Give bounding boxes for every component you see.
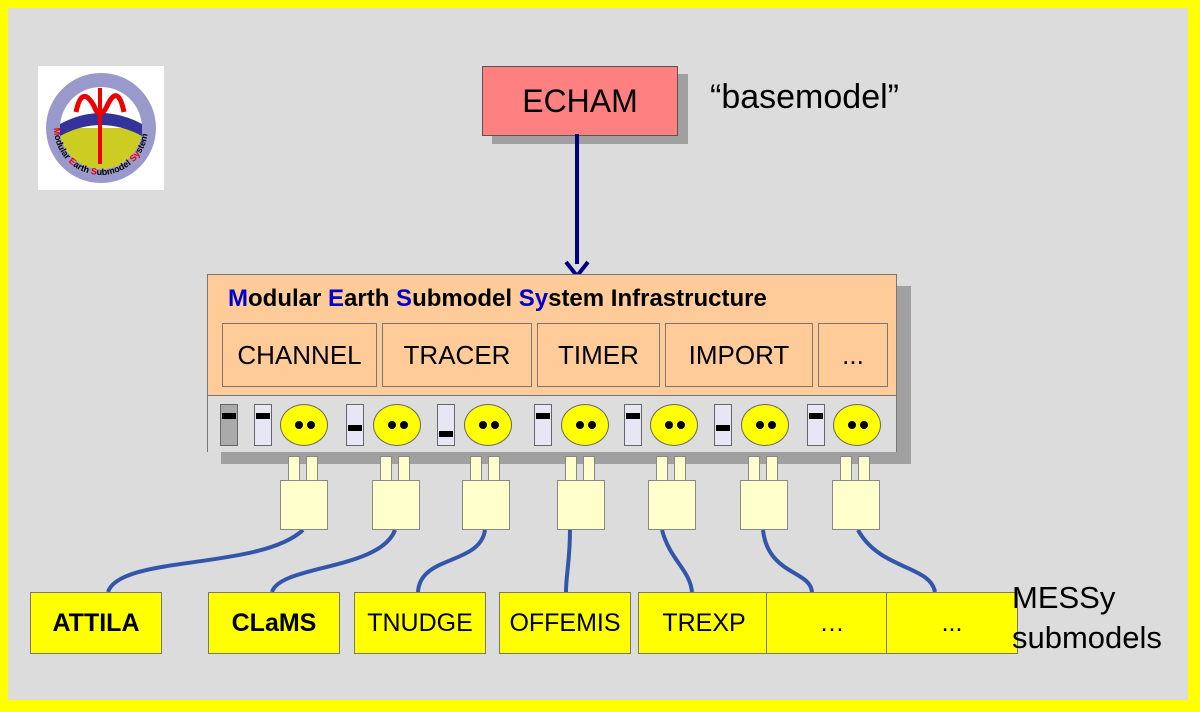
title-initial: Sy — [518, 285, 549, 312]
switch-icon — [807, 404, 825, 446]
socket-hole — [588, 421, 596, 429]
socket-hole — [860, 421, 868, 429]
socket-icon — [650, 404, 698, 446]
plug-body — [372, 480, 420, 530]
title-initial: S — [396, 285, 413, 312]
socket-hole — [479, 421, 487, 429]
component-box: CHANNEL — [222, 323, 377, 387]
socket-hole — [768, 421, 776, 429]
plug-body — [832, 480, 880, 530]
socket-hole — [677, 421, 685, 429]
submodel-label: TREXP — [662, 608, 746, 637]
switch-icon — [254, 404, 272, 446]
title-rest: ubmodel — [412, 285, 519, 312]
component-label: IMPORT — [688, 339, 790, 370]
logo-initial: M — [52, 127, 63, 135]
submodel-box: CLaMS — [208, 592, 340, 654]
switch-icon — [437, 404, 455, 446]
plug-body — [740, 480, 788, 530]
socket-hole — [295, 421, 303, 429]
switch-lever — [536, 413, 550, 419]
interface-strip — [208, 395, 896, 452]
switch-icon — [534, 404, 552, 446]
title-rest: arth — [344, 285, 397, 312]
submodels-caption: MESSy submodels — [1012, 578, 1162, 658]
switch-icon — [346, 404, 364, 446]
plug-body — [557, 480, 605, 530]
switch-lever — [626, 413, 640, 419]
socket-icon — [561, 404, 609, 446]
title-rest: stem Infrastructure — [548, 285, 767, 312]
switch-lever — [256, 413, 270, 419]
basemodel-label: ECHAM — [522, 82, 638, 119]
switch-lever — [716, 425, 730, 431]
component-box: ... — [818, 323, 888, 387]
connection-wire — [660, 529, 694, 593]
connection-wire — [564, 529, 572, 593]
submodel-box: … — [766, 592, 898, 654]
basemodel-caption: “basemodel” — [710, 78, 899, 116]
basemodel-box: ECHAM — [482, 66, 678, 136]
submodel-box: TNUDGE — [354, 592, 486, 654]
socket-hole — [491, 421, 499, 429]
socket-hole — [388, 421, 396, 429]
plug-body — [280, 480, 328, 530]
title-initial: E — [328, 285, 345, 312]
socket-hole — [307, 421, 315, 429]
title-rest: odular — [248, 285, 329, 312]
component-box: TRACER — [382, 323, 532, 387]
switch-icon — [624, 404, 642, 446]
submodels-caption-line-2: submodels — [1012, 620, 1162, 655]
connection-wire — [416, 529, 487, 593]
infrastructure-box: Modular Earth Submodel System Infrastruc… — [207, 274, 897, 452]
component-box: IMPORT — [665, 323, 813, 387]
socket-icon — [833, 404, 881, 446]
connection-wire — [106, 528, 305, 593]
submodels-caption-line-1: MESSy — [1012, 580, 1116, 615]
switch-lever — [222, 413, 236, 419]
socket-hole — [400, 421, 408, 429]
plug-body — [648, 480, 696, 530]
socket-icon — [464, 404, 512, 446]
switch-icon — [714, 404, 732, 446]
socket-hole — [576, 421, 584, 429]
component-label: CHANNEL — [237, 339, 362, 370]
submodel-label: ... — [941, 608, 963, 637]
connection-wire — [761, 529, 814, 593]
component-label: TRACER — [403, 339, 511, 370]
submodel-box: ... — [886, 592, 1018, 654]
title-initial: M — [228, 285, 248, 312]
submodel-label: CLaMS — [231, 608, 317, 637]
switch-icon — [220, 404, 238, 446]
switch-lever — [809, 413, 823, 419]
logo-initial: E — [67, 156, 78, 168]
submodel-label: TNUDGE — [367, 608, 473, 637]
socket-hole — [756, 421, 764, 429]
submodel-label: … — [819, 608, 845, 637]
infrastructure-title: Modular Earth Submodel System Infrastruc… — [228, 285, 767, 313]
socket-hole — [848, 421, 856, 429]
submodel-box: ATTILA — [30, 592, 162, 654]
connection-wire — [856, 529, 937, 593]
switch-lever — [348, 425, 362, 431]
socket-icon — [280, 404, 328, 446]
logo-initial: S — [90, 166, 98, 177]
component-label: ... — [842, 339, 864, 370]
socket-hole — [665, 421, 673, 429]
socket-icon — [373, 404, 421, 446]
submodel-label: OFFEMIS — [509, 608, 621, 637]
submodel-box: OFFEMIS — [499, 592, 631, 654]
plug-body — [462, 480, 510, 530]
connection-wire — [270, 529, 397, 593]
socket-icon — [741, 404, 789, 446]
component-box: TIMER — [537, 323, 660, 387]
component-label: TIMER — [558, 339, 639, 370]
switch-lever — [439, 431, 453, 437]
submodel-label: ATTILA — [52, 608, 140, 637]
submodel-box: TREXP — [638, 592, 770, 654]
